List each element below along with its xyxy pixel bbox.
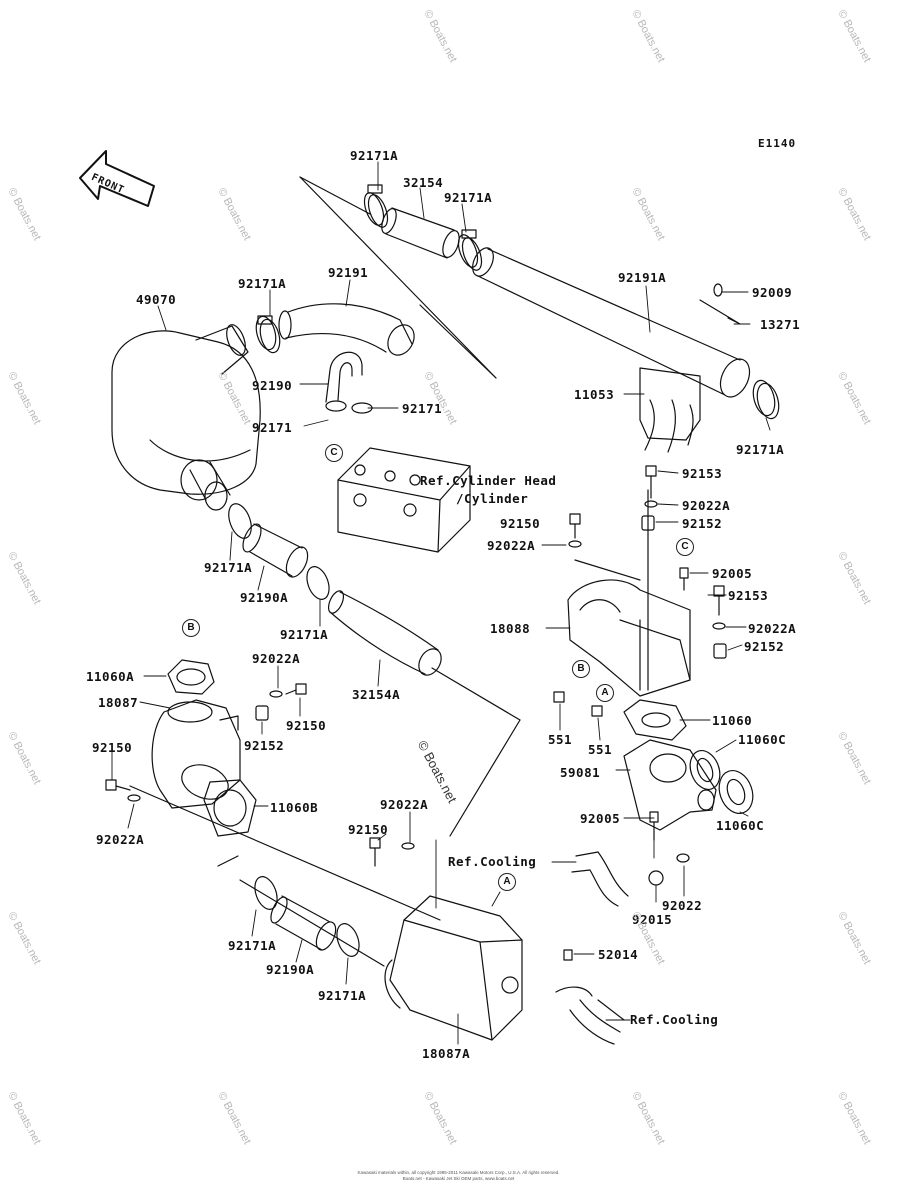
ref-cylinder: /Cylinder bbox=[456, 491, 529, 506]
small-hose-92190 bbox=[325, 351, 363, 403]
part-label: 92171A bbox=[228, 938, 277, 953]
leader-lines bbox=[111, 161, 771, 1045]
heat-shield-11053 bbox=[639, 367, 701, 453]
gasket-11060C-1 bbox=[689, 750, 721, 790]
part-label: 92015 bbox=[632, 912, 673, 927]
diagram-code: E1140 bbox=[758, 137, 797, 150]
hose-32154 bbox=[381, 207, 460, 259]
part-label: 52014 bbox=[598, 947, 639, 962]
hose-clamp-right bbox=[752, 379, 780, 420]
part-label: 92152 bbox=[244, 738, 285, 753]
part-label: 92152 bbox=[682, 516, 723, 531]
gasket-11060A bbox=[167, 659, 215, 695]
callout-b-1: B bbox=[182, 619, 200, 637]
part-label: 11060 bbox=[712, 713, 753, 728]
muffler-49070 bbox=[111, 324, 261, 511]
part-label: 49070 bbox=[136, 292, 177, 307]
part-label: 92171A bbox=[204, 560, 253, 575]
exhaust-elbow-18087 bbox=[151, 699, 241, 809]
gasket-11060B bbox=[203, 779, 257, 837]
part-label: 92171A bbox=[238, 276, 287, 291]
part-label: 11060A bbox=[86, 669, 135, 684]
part-label: 92009 bbox=[752, 285, 793, 300]
part-label: 18087A bbox=[422, 1046, 471, 1061]
gasket-11060 bbox=[623, 699, 687, 741]
part-label: 92022A bbox=[380, 797, 429, 812]
exhaust-manifold-18088 bbox=[567, 489, 691, 697]
part-label: 18087 bbox=[98, 695, 139, 710]
part-label: 92171A bbox=[444, 190, 493, 205]
footer-line-1: Kawasaki materials within, all copyright… bbox=[357, 1170, 560, 1175]
part-label: 92022 bbox=[662, 898, 703, 913]
part-label: 92171A bbox=[318, 988, 367, 1003]
part-label: 92171A bbox=[736, 442, 785, 457]
part-label: 92022A bbox=[682, 498, 731, 513]
part-label: 92150 bbox=[92, 740, 133, 755]
hose-clamp-top-2 bbox=[457, 229, 483, 271]
hose-clamp-top-1 bbox=[363, 184, 389, 228]
part-label: 92153 bbox=[682, 466, 723, 481]
part-label: 92171A bbox=[350, 148, 399, 163]
cooling-hose-1 bbox=[571, 851, 629, 907]
elbow-pipe-92191 bbox=[278, 303, 415, 356]
part-label: 11060C bbox=[716, 818, 765, 833]
part-label: 92190 bbox=[252, 378, 293, 393]
cooling-hose-2 bbox=[555, 986, 621, 1045]
part-label: 92150 bbox=[500, 516, 541, 531]
part-label: 551 bbox=[548, 732, 573, 747]
clamp-92171-a bbox=[325, 400, 373, 414]
hose-92190A-lower bbox=[254, 876, 360, 957]
hose-32154A bbox=[327, 590, 521, 837]
ref-cooling-2: Ref.Cooling bbox=[630, 1012, 719, 1027]
exhaust-pipe-59081 bbox=[623, 739, 717, 831]
footer-line-2: Boats.net - Kawasaki Jet Ski OEM parts, … bbox=[402, 1176, 515, 1181]
part-label: 32154 bbox=[403, 175, 444, 190]
part-label: 92022A bbox=[748, 621, 797, 636]
callout-a-1: A bbox=[596, 684, 614, 702]
footer-copyright: Kawasaki materials within, all copyright… bbox=[0, 1170, 917, 1182]
plate-13271 bbox=[699, 299, 741, 325]
callout-c-2: C bbox=[676, 538, 694, 556]
part-label: 92191 bbox=[328, 265, 369, 280]
part-label: 92190A bbox=[240, 590, 289, 605]
part-label: 92150 bbox=[286, 718, 327, 733]
front-arrow-icon bbox=[79, 150, 155, 207]
part-label: 92022A bbox=[487, 538, 536, 553]
bolts bbox=[105, 283, 727, 961]
callout-b-2: B bbox=[572, 660, 590, 678]
ref-cylinder-head: Ref.Cylinder Head bbox=[420, 473, 557, 488]
part-label: 13271 bbox=[760, 317, 801, 332]
callout-a-2: A bbox=[498, 873, 516, 891]
part-label: 92171 bbox=[252, 420, 293, 435]
part-label: 92191A bbox=[618, 270, 667, 285]
part-label: 92022A bbox=[96, 832, 145, 847]
part-label: 32154A bbox=[352, 687, 401, 702]
part-label: 92005 bbox=[712, 566, 753, 581]
water-box-18087A bbox=[384, 895, 523, 1041]
part-label: 92150 bbox=[348, 822, 389, 837]
part-label: 92190A bbox=[266, 962, 315, 977]
part-label: 92153 bbox=[728, 588, 769, 603]
hose-clamp-left bbox=[255, 315, 281, 354]
part-label: 18088 bbox=[490, 621, 531, 636]
part-label: 11053 bbox=[574, 387, 615, 402]
part-label: 92022A bbox=[252, 651, 301, 666]
part-label: 92171 bbox=[402, 401, 443, 416]
part-label: 92152 bbox=[744, 639, 785, 654]
callout-c-1: C bbox=[325, 444, 343, 462]
part-label: 551 bbox=[588, 742, 613, 757]
cylinder-head bbox=[337, 447, 471, 553]
part-label: 92171A bbox=[280, 627, 329, 642]
ref-cooling-1: Ref.Cooling bbox=[448, 854, 537, 869]
part-label: 11060C bbox=[738, 732, 787, 747]
part-label: 11060B bbox=[270, 800, 319, 815]
part-label: 92005 bbox=[580, 811, 621, 826]
hose-92190A-upper bbox=[228, 503, 330, 600]
gasket-11060C-2 bbox=[718, 770, 754, 814]
exhaust-pipe-92191A bbox=[472, 247, 751, 398]
part-label: 59081 bbox=[560, 765, 601, 780]
